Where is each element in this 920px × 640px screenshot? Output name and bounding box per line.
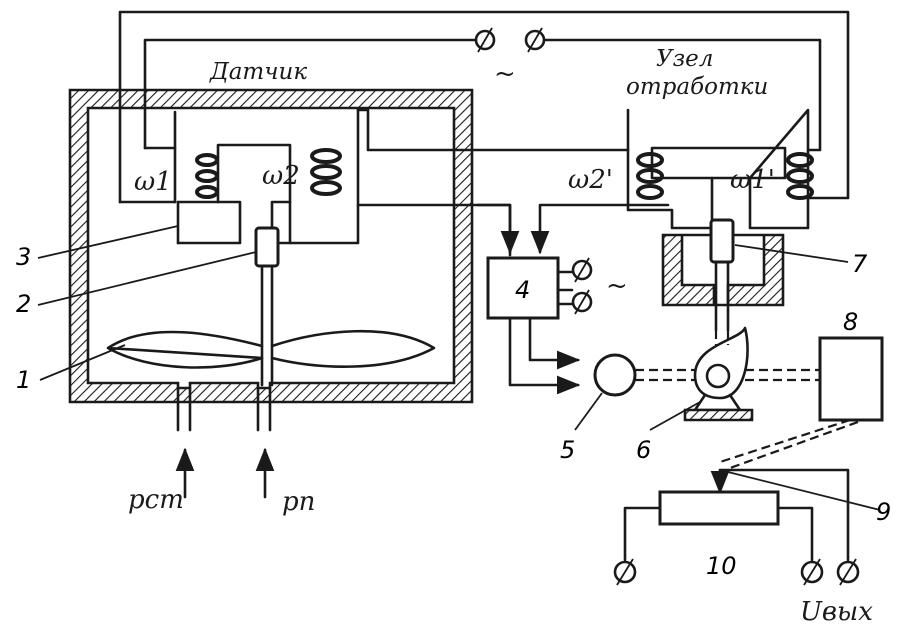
ac-terminals-block4 bbox=[556, 257, 593, 315]
label-u-out: Uвых bbox=[800, 597, 873, 627]
block-8-label: 8 bbox=[843, 308, 858, 336]
amplifier-block-4 bbox=[486, 256, 560, 320]
sensor-core bbox=[173, 108, 360, 245]
coil-omega1-prime bbox=[786, 152, 814, 200]
block-4-label: 4 bbox=[515, 276, 530, 304]
ac-symbol-top: ~ bbox=[494, 59, 516, 89]
label-omega2-prime: ω2' bbox=[568, 165, 613, 195]
label-omega1: ω1 bbox=[134, 167, 172, 197]
block-10-label: 10 bbox=[706, 552, 737, 580]
drive-to-potentiometer bbox=[710, 418, 859, 495]
armature-2 bbox=[254, 226, 280, 387]
callout-7: 7 bbox=[852, 250, 868, 278]
coil-omega1 bbox=[195, 153, 219, 199]
cam-6 bbox=[683, 326, 754, 422]
callout-leaders bbox=[37, 225, 881, 511]
callout-1: 1 bbox=[16, 366, 31, 394]
unit-title-line2: отработки bbox=[626, 74, 768, 100]
label-p-static: рст bbox=[128, 485, 184, 515]
unit-title-line1: Узел bbox=[656, 46, 713, 72]
potentiometer-10 bbox=[623, 468, 850, 562]
callout-6: 6 bbox=[636, 436, 651, 464]
callout-3: 3 bbox=[16, 243, 31, 271]
pressure-inlets bbox=[175, 386, 275, 499]
membrane-1 bbox=[106, 329, 436, 369]
label-p-dynamic: рп bbox=[282, 487, 315, 517]
signal-wires bbox=[476, 203, 670, 395]
callout-2: 2 bbox=[16, 290, 31, 318]
callout-9: 9 bbox=[876, 498, 891, 526]
label-omega2: ω2 bbox=[262, 161, 300, 191]
sensor-title: Датчик bbox=[209, 59, 307, 85]
ac-terminals-top bbox=[474, 27, 546, 53]
output-terminals bbox=[613, 558, 860, 586]
block-8 bbox=[818, 336, 884, 422]
mechanical-shafts bbox=[635, 330, 820, 382]
coil-omega2 bbox=[310, 148, 342, 196]
coil-omega2-prime bbox=[636, 152, 664, 200]
label-omega1-prime: ω1' bbox=[730, 165, 775, 195]
callout-5: 5 bbox=[560, 436, 575, 464]
motor-5 bbox=[593, 353, 637, 397]
ac-symbol-right: ~ bbox=[606, 271, 628, 301]
armature-7 bbox=[709, 218, 735, 332]
